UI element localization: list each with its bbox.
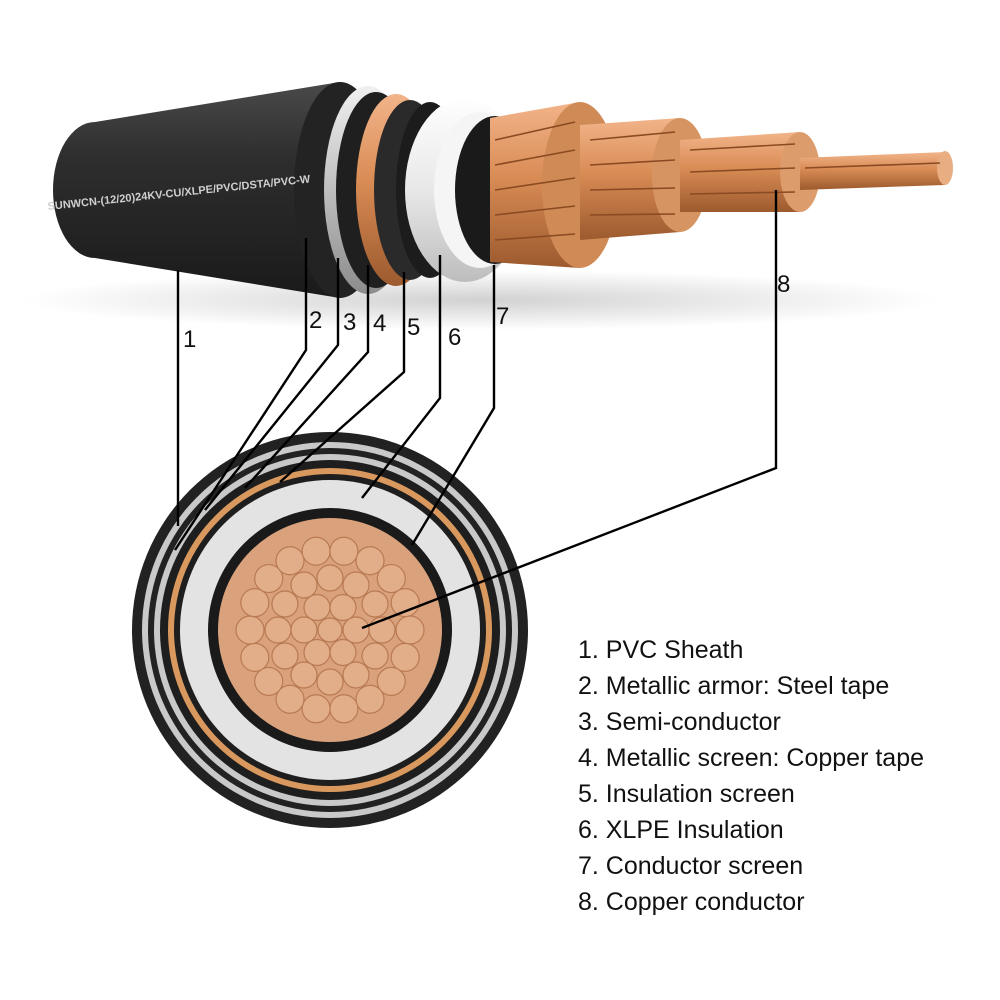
legend-item-metallic-screen: 4. Metallic screen: Copper tape [578,744,925,772]
legend-item-conductor-screen: 7. Conductor screen [578,852,804,880]
legend-item-insulation-screen: 5. Insulation screen [578,780,795,808]
conductor-strand [329,694,359,724]
conductor-strand [342,616,370,644]
conductor-strand [361,590,389,618]
conductor-strand [361,642,389,670]
legend-item-metallic-armor: 2. Metallic armor: Steel tape [578,672,890,700]
conductor-strand [303,638,331,667]
callout-6: 6 [448,324,461,351]
leader-line-2 [173,238,308,551]
conductor-core-wire [800,152,945,190]
callout-numbers: 1 2 3 4 5 6 7 8 [183,271,790,353]
cs-conductor-strands [235,536,425,724]
callout-7: 7 [496,303,509,330]
conductor-strand [317,617,343,643]
cable-3d: SUNWCN-(12/20)24KV-CU/XLPE/PVC/DSTA/PVC-… [20,82,953,330]
conductor-strand [290,616,318,644]
conductor-strand [271,642,299,670]
conductor-strand-lines [494,121,941,241]
leader-line-6 [361,255,442,499]
pvc-sheath-3d [53,82,340,298]
conductor-strand [275,684,305,714]
conductor-strand [355,684,385,714]
conductor-strand [290,571,318,599]
conductor-strand [254,563,284,594]
conductor-strand [342,661,370,689]
conductor-strand [235,615,265,645]
legend-item-copper-conductor: 8. Copper conductor [578,888,805,916]
leader-line-8 [361,190,778,630]
conductor-strand [301,694,331,724]
callout-5: 5 [407,314,420,341]
callout-2: 2 [309,307,322,334]
callout-8: 8 [777,271,790,298]
conductor-strand [264,616,292,644]
leader-line-5 [279,272,406,483]
conductor-strand [316,564,344,592]
conductor-strand [275,546,305,576]
callout-1: 1 [183,326,196,353]
cable-shadow [20,270,940,330]
conductor-strand [342,571,370,599]
conductor-strand [329,593,357,622]
leader-line-4 [244,265,370,489]
conductor-strand [254,666,284,697]
conductor-strand [390,642,420,672]
conductor-strand [240,642,270,672]
legend-item-pvc-sheath: 1. PVC Sheath [578,636,744,664]
callout-3: 3 [343,309,356,336]
conductor-strand [271,590,299,618]
conductor-strand [240,588,270,618]
conductor-strand [316,668,344,696]
conductor-strand [301,536,331,566]
legend: 1. PVC Sheath 2. Metallic armor: Steel t… [578,632,998,920]
conductor-strand [303,593,331,622]
conductor-layer-2 [580,118,680,240]
leader-line-7 [410,265,496,546]
conductor-strand [290,661,318,689]
conductor-core-end [937,151,953,185]
cross-section [132,432,528,828]
conductor-strand [355,546,385,576]
legend-item-semi-conductor: 3. Semi-conductor [578,708,781,736]
conductor-strand [329,638,357,667]
conductor-strand [376,563,406,594]
conductor-strand [395,615,425,645]
leader-line-3 [204,258,340,511]
conductor-strand [376,666,406,697]
conductor-strand [329,536,359,566]
callout-4: 4 [373,310,386,337]
legend-item-xlpe-insulation: 6. XLPE Insulation [578,816,784,844]
leader-lines [173,190,778,630]
